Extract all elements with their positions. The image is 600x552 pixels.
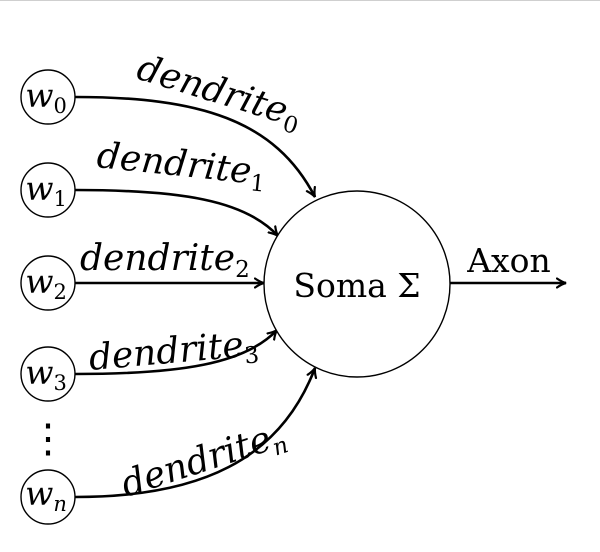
input-node-3: w3 bbox=[20, 346, 76, 402]
top-border bbox=[0, 0, 600, 1]
dendrite-label-2: dendrite2 bbox=[80, 238, 250, 283]
soma-label: Soma Σ bbox=[293, 266, 420, 305]
dendrite-label-n: dendriten bbox=[116, 414, 291, 509]
dendrite-label-0: dendrite0 bbox=[131, 47, 306, 140]
dendrite-edge-1 bbox=[74, 188, 278, 236]
dendrite-edge-0 bbox=[74, 95, 317, 197]
ellipsis: ⋮ bbox=[28, 416, 68, 462]
input-node-0: w0 bbox=[20, 69, 76, 125]
dendrite-label-1: dendrite1 bbox=[95, 135, 268, 197]
dendrite-edge-n bbox=[74, 368, 315, 499]
input-node-1: w1 bbox=[20, 162, 76, 218]
svg-text:w2: w2 bbox=[25, 262, 67, 304]
dendrite-label-3: dendrite3 bbox=[87, 323, 260, 383]
svg-text:w3: w3 bbox=[25, 353, 67, 395]
input-node-2: w2 bbox=[20, 255, 76, 311]
dendrite-edge-3 bbox=[74, 330, 277, 376]
soma-node: Soma Σ bbox=[263, 190, 451, 378]
svg-text:wn: wn bbox=[25, 474, 67, 516]
svg-text:w0: w0 bbox=[25, 76, 67, 118]
svg-text:w1: w1 bbox=[25, 169, 67, 211]
input-node-n: wn bbox=[20, 469, 76, 525]
axon-label: Axon bbox=[466, 241, 551, 280]
